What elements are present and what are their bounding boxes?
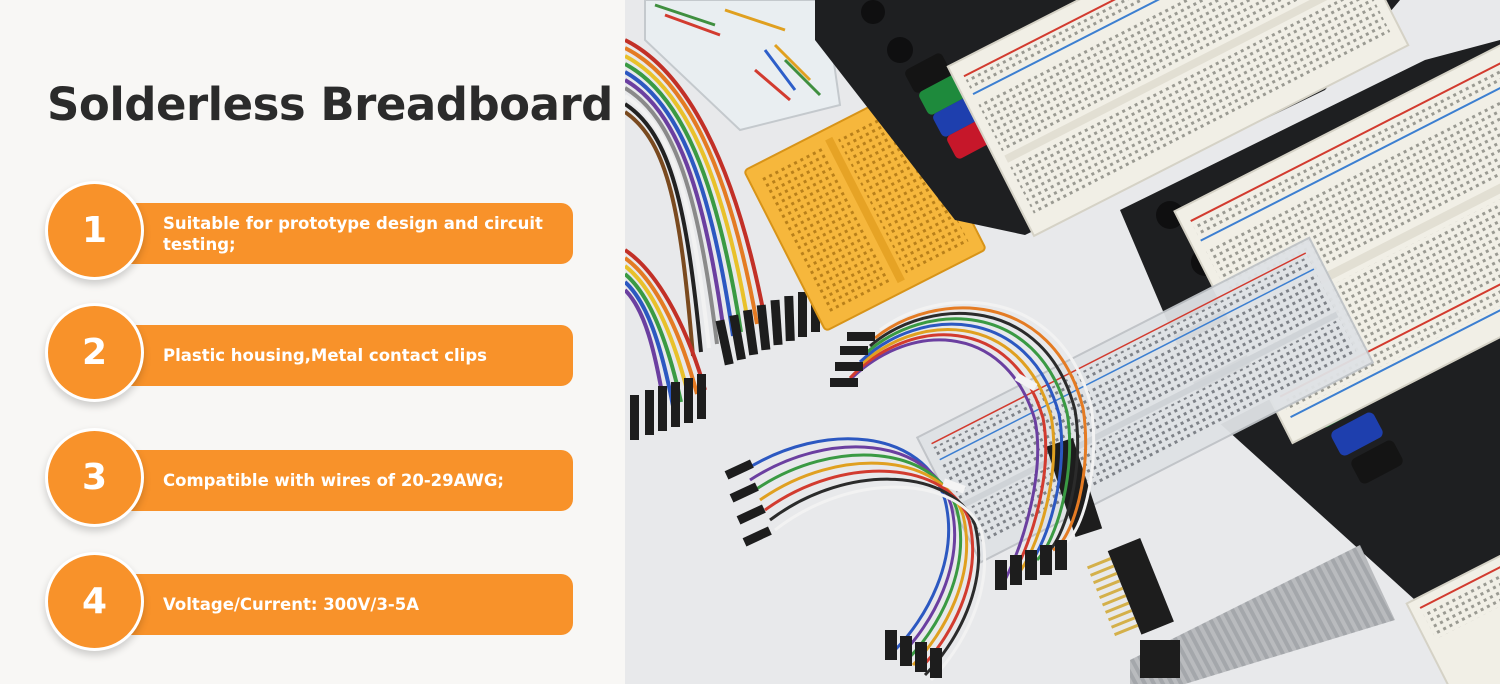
feature-panel: Solderless Breadboard Suitable for proto…	[0, 0, 625, 684]
transparent-breadboard	[915, 236, 1375, 564]
cable-tie	[1014, 373, 1038, 391]
feature-bar: Suitable for prototype design and circui…	[118, 203, 573, 264]
feature-number-badge: 3	[45, 428, 144, 527]
feature-bar: Voltage/Current: 300V/3-5A	[118, 574, 573, 635]
feature-text: Plastic housing,Metal contact clips	[163, 346, 487, 365]
feature-number: 2	[81, 332, 108, 373]
feature-number: 3	[81, 457, 108, 498]
jumper-wire-ends-lower	[724, 459, 942, 678]
feature-text: Compatible with wires of 20-29AWG;	[163, 471, 504, 490]
feature-number-badge: 1	[45, 181, 144, 280]
feature-item-3: Compatible with wires of 20-29AWG; 3	[0, 428, 625, 528]
feature-item-4: Voltage/Current: 300V/3-5A 4	[0, 552, 625, 652]
feature-number: 1	[81, 210, 108, 251]
wire-kit-box	[644, 0, 842, 132]
feature-number: 4	[81, 581, 108, 622]
feature-number-badge: 2	[45, 303, 144, 402]
feature-bar: Plastic housing,Metal contact clips	[118, 325, 573, 386]
product-photo-illustration	[625, 0, 1500, 684]
product-photo	[625, 0, 1500, 684]
gray-ribbon-cable	[1130, 545, 1395, 684]
loose-jumper-wires-upper	[843, 300, 1096, 581]
black-base-plate-top	[815, 0, 1410, 238]
jumper-wire-ends-upper	[830, 332, 1067, 590]
loose-jumper-wires-lower	[744, 437, 987, 682]
corner-breadboard	[1405, 529, 1500, 684]
feature-bar: Compatible with wires of 20-29AWG;	[118, 450, 573, 511]
feature-text: Voltage/Current: 300V/3-5A	[163, 595, 420, 614]
rainbow-jumper-cables	[625, 38, 820, 440]
feature-text: Suitable for prototype design and circui…	[163, 213, 543, 254]
cable-tie	[942, 478, 966, 494]
feature-item-2: Plastic housing,Metal contact clips 2	[0, 303, 625, 403]
page-title: Solderless Breadboard	[47, 78, 613, 131]
feature-item-1: Suitable for prototype design and circui…	[0, 181, 625, 281]
feature-number-badge: 4	[45, 552, 144, 651]
